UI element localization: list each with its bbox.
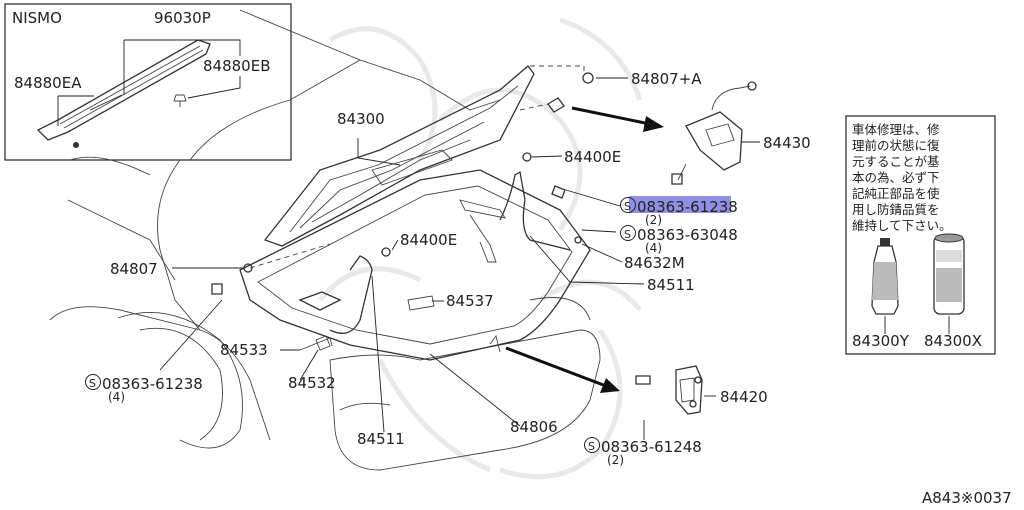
trunk-lid-drawing (263, 65, 535, 247)
screw-symbol-circle (620, 225, 636, 241)
rear-spoiler-drawing (36, 39, 211, 148)
qty-08363-61238-top: (2) (645, 213, 662, 227)
fastener-drawings (211, 72, 683, 385)
screw-symbol: S (624, 200, 631, 213)
note-line-5: 記純正部品を使 (852, 186, 940, 201)
note-line-1: 車体修理は、修 (852, 122, 940, 137)
label-84632m[interactable]: 84632M (624, 254, 685, 272)
screw-symbol-circle (584, 437, 600, 453)
note-line-6: 用し防錆品質を (852, 202, 940, 217)
leader-lines (159, 77, 760, 440)
part-labels: 84807+A 84430 84400E 84300 S 08363-61238… (85, 70, 811, 467)
note-line-4: 本の為、必ず下 (852, 170, 940, 185)
label-84806[interactable]: 84806 (510, 418, 558, 436)
label-84430[interactable]: 84430 (763, 134, 811, 152)
label-96030p: 96030P (154, 9, 211, 27)
label-84533[interactable]: 84533 (220, 341, 268, 359)
trunk-striker-drawing (675, 365, 703, 415)
note-line-3: 元することが基 (852, 154, 940, 169)
label-84532[interactable]: 84532 (288, 374, 336, 392)
note-line-7: 維持して下さい。 (852, 218, 952, 233)
nismo-inset: NISMO 96030P 84880EA 84880EB (4, 3, 292, 161)
spray-can-icon (933, 233, 965, 315)
direction-arrows (505, 106, 664, 393)
label-84807-a[interactable]: 84807+A (631, 70, 702, 88)
qty-08363-63048: (4) (645, 241, 662, 255)
product-84300y[interactable]: 84300Y (852, 332, 910, 350)
label-84300[interactable]: 84300 (337, 110, 385, 128)
label-84420[interactable]: 84420 (720, 388, 768, 406)
note-line-2: 理前の状態に復 (852, 138, 940, 153)
qty-08363-61238-bottom: (4) (108, 390, 125, 404)
highlight-selected-part (629, 196, 731, 213)
nismo-title: NISMO (12, 9, 62, 27)
screw-symbol: S (588, 440, 595, 453)
repair-note-box: 車体修理は、修 理前の状態に復 元することが基 本の為、必ず下 記純正部品を使 … (845, 115, 996, 355)
diagram-id: A843※0037 (922, 489, 1012, 507)
hinge-and-torsion-bar-drawing (298, 170, 571, 353)
screw-symbol: S (624, 228, 631, 241)
qty-08363-61248: (2) (607, 453, 624, 467)
label-84511-bottom[interactable]: 84511 (357, 430, 405, 448)
label-08363-61248[interactable]: 08363-61248 (601, 438, 702, 456)
product-84300x[interactable]: 84300X (924, 332, 982, 350)
label-84880eb: 84880EB (203, 57, 271, 75)
label-84400e-top[interactable]: 84400E (564, 148, 621, 166)
label-84511-right[interactable]: 84511 (647, 276, 695, 294)
label-84537[interactable]: 84537 (446, 292, 494, 310)
label-84880ea: 84880EA (14, 74, 82, 92)
dashed-guides (249, 65, 585, 269)
screw-symbol-circle (85, 374, 101, 390)
vehicle-body-drawing (49, 9, 601, 471)
label-08363-61238-top[interactable]: 08363-61238 (637, 198, 738, 216)
label-08363-61238-bottom[interactable]: 08363-61238 (102, 375, 203, 393)
screw-symbol: S (89, 377, 96, 390)
label-08363-63048[interactable]: 08363-63048 (637, 226, 738, 244)
sealant-tube-icon (871, 238, 899, 315)
screw-symbol-circle (620, 197, 636, 213)
trunk-lock-drawing (677, 81, 757, 181)
label-84400e-mid[interactable]: 84400E (400, 231, 457, 249)
label-84807[interactable]: 84807 (110, 260, 158, 278)
